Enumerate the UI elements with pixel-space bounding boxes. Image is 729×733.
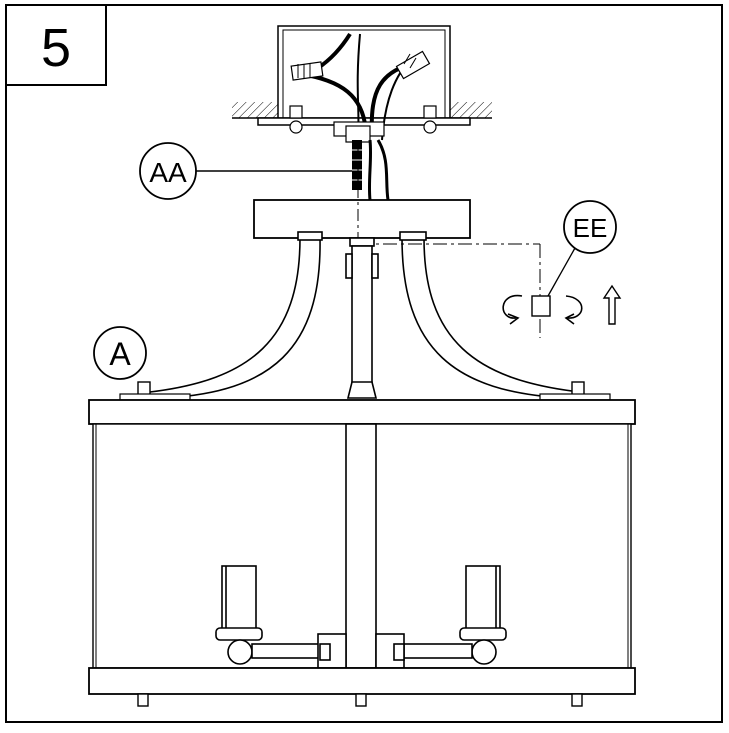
socket-right (375, 565, 507, 669)
callout-aa-label: AA (149, 157, 187, 188)
step-number-box: 5 (5, 4, 107, 86)
bottom-band (88, 667, 636, 695)
finial-square-icon (531, 295, 551, 317)
callout-a: A (93, 326, 147, 380)
wire-nut-right (395, 50, 431, 80)
arm-right (399, 231, 581, 399)
threaded-rod (352, 140, 362, 190)
foot-center (355, 693, 367, 707)
rotate-clockwise-icon (564, 295, 583, 325)
top-band (88, 399, 636, 425)
callout-a-label: A (109, 336, 131, 372)
step-number: 5 (41, 18, 71, 78)
arm-center (345, 237, 379, 399)
arm-left (149, 231, 323, 399)
callout-ee-label: EE (573, 213, 608, 243)
mounting-hardware (333, 121, 385, 143)
canopy (253, 199, 471, 239)
callout-aa: AA (139, 142, 352, 200)
foot-right (571, 693, 583, 707)
wire-nut-left (290, 61, 324, 81)
foot-left (137, 693, 149, 707)
rotate-counterclockwise-icon (502, 294, 523, 325)
fixture-wires (367, 139, 390, 201)
outer-frame (5, 4, 723, 723)
callout-ee: EE (547, 200, 617, 297)
up-arrow-icon (602, 284, 622, 325)
socket-left (215, 565, 347, 669)
center-column (345, 423, 377, 669)
